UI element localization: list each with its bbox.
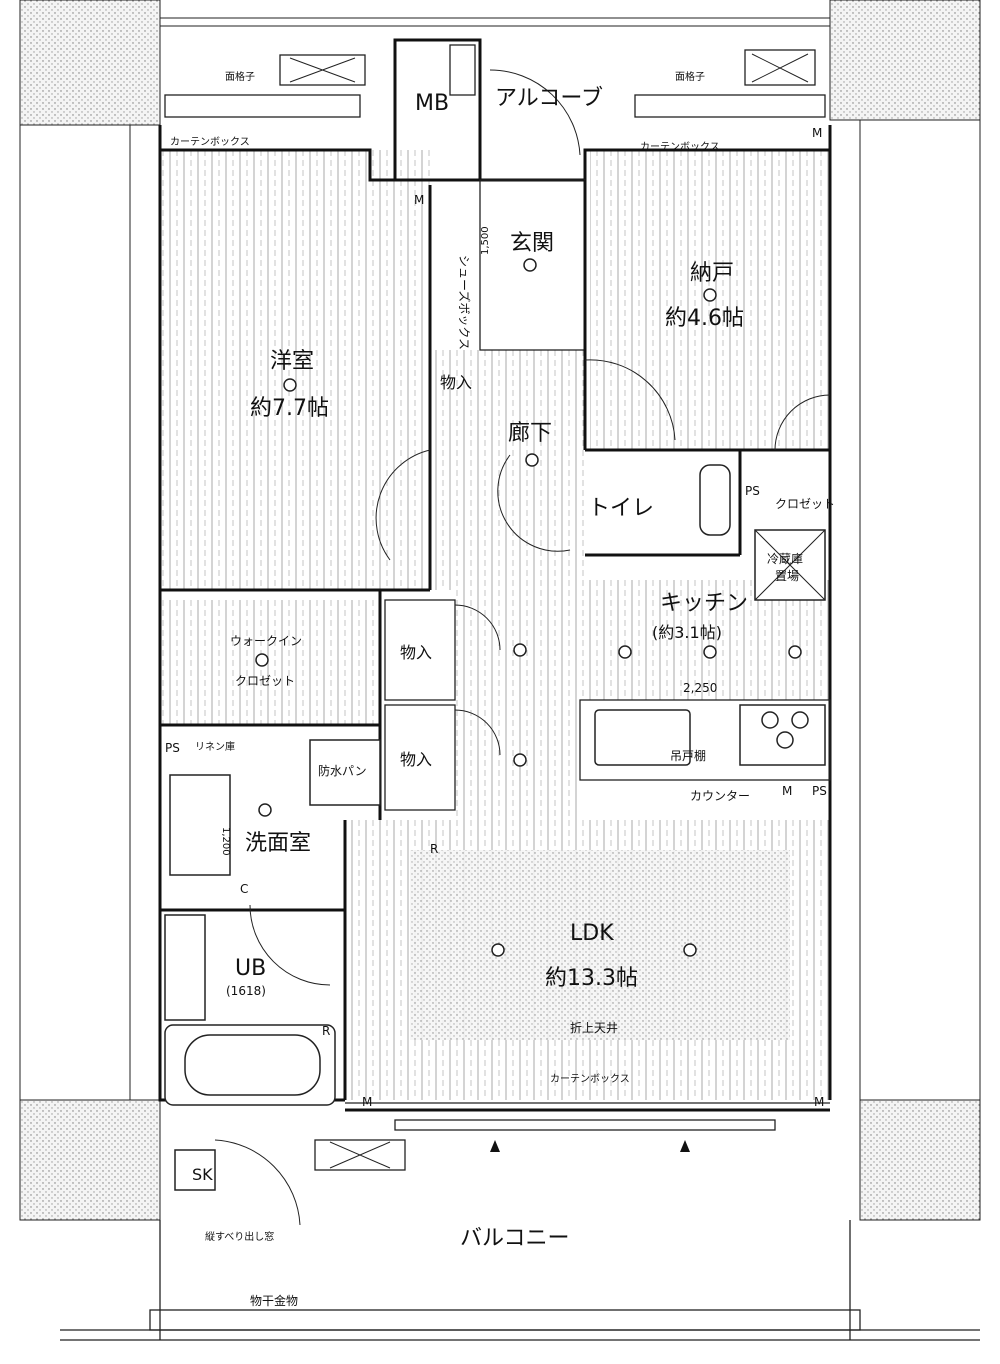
label-ldk-size: 約13.3帖	[545, 966, 638, 991]
label-storage-1: 物入	[400, 643, 432, 662]
label-ps-1: PS	[745, 484, 760, 498]
label-kitchen: キッチン	[660, 591, 748, 616]
label-washroom: 洗面室	[245, 831, 311, 856]
label-ub-size: (1618)	[226, 984, 266, 998]
label-washroom-dim: 1,200	[220, 827, 231, 856]
label-storeroom-size: 約4.6帖	[665, 306, 744, 331]
label-ldk: LDK	[570, 921, 614, 946]
label-kitchen-size: (約3.1帖)	[652, 623, 722, 642]
label-ps-3: PS	[165, 741, 180, 755]
label-ub: UB	[235, 956, 266, 981]
label-m-1: M	[414, 193, 424, 207]
wood-floors	[160, 150, 830, 1100]
label-wic-1: ウォークイン	[230, 634, 302, 648]
structural-walls	[19, 0, 981, 1221]
label-curtain-box-3: カーテンボックス	[550, 1073, 630, 1085]
label-curtain-box-1: カーテンボックス	[170, 136, 250, 148]
label-curtain-box-2: カーテンボックス	[640, 141, 720, 153]
balcony	[60, 1139, 980, 1341]
lattice-windows	[164, 44, 826, 118]
label-wic-2: クロゼット	[235, 674, 295, 688]
label-m-kitchen: M	[782, 784, 792, 798]
label-sliding-window: 縦すべり出し窓	[205, 1230, 274, 1243]
label-shoe-box-dim: 1,500	[480, 226, 491, 255]
label-western-room: 洋室	[270, 349, 314, 374]
label-r-ub: R	[322, 1024, 330, 1038]
label-drying-rack: 物干金物	[250, 1293, 298, 1308]
label-sk: SK	[192, 1165, 213, 1184]
label-linen: リネン庫	[195, 740, 235, 753]
label-entrance: 玄関	[510, 231, 554, 256]
label-waterproof-pan: 防水パン	[318, 763, 367, 778]
label-counter: カウンター	[690, 789, 750, 803]
label-storage-2: 物入	[400, 750, 432, 769]
label-face-lattice-1: 面格子	[225, 70, 255, 83]
label-c: C	[240, 882, 248, 896]
label-closet: クロゼット	[775, 497, 835, 511]
label-storeroom: 納戸	[690, 261, 734, 286]
labels: MB アルコーブ 玄関 シューズボックス 1,500 洋室 約7.7帖 納戸 約…	[165, 70, 835, 1308]
door-swings	[214, 69, 831, 1226]
fixtures	[164, 464, 826, 1191]
label-face-lattice-2: 面格子	[675, 70, 705, 83]
label-fridge-1: 冷蔵庫	[767, 552, 803, 566]
label-m-3: M	[362, 1095, 372, 1109]
label-alcove: アルコーブ	[495, 86, 603, 111]
label-mb: MB	[415, 91, 449, 116]
label-toilet: トイレ	[588, 496, 654, 521]
label-folded-ceiling: 折上天井	[570, 1020, 618, 1035]
label-m-2: M	[812, 126, 822, 140]
label-balcony: バルコニー	[460, 1226, 570, 1251]
label-m-4: M	[814, 1095, 824, 1109]
label-shoe-box: シューズボックス	[457, 255, 472, 350]
label-fridge-2: 置場	[775, 569, 799, 583]
label-r-ldk: R	[430, 842, 438, 856]
label-western-size: 約7.7帖	[250, 396, 329, 421]
label-counter-dim: 2,250	[683, 681, 717, 695]
label-hung-shelf: 吊戸棚	[670, 748, 706, 763]
light-fixtures	[255, 258, 802, 957]
label-ps-2: PS	[812, 784, 827, 798]
label-storage-entry: 物入	[440, 373, 472, 392]
label-corridor: 廊下	[508, 421, 552, 446]
